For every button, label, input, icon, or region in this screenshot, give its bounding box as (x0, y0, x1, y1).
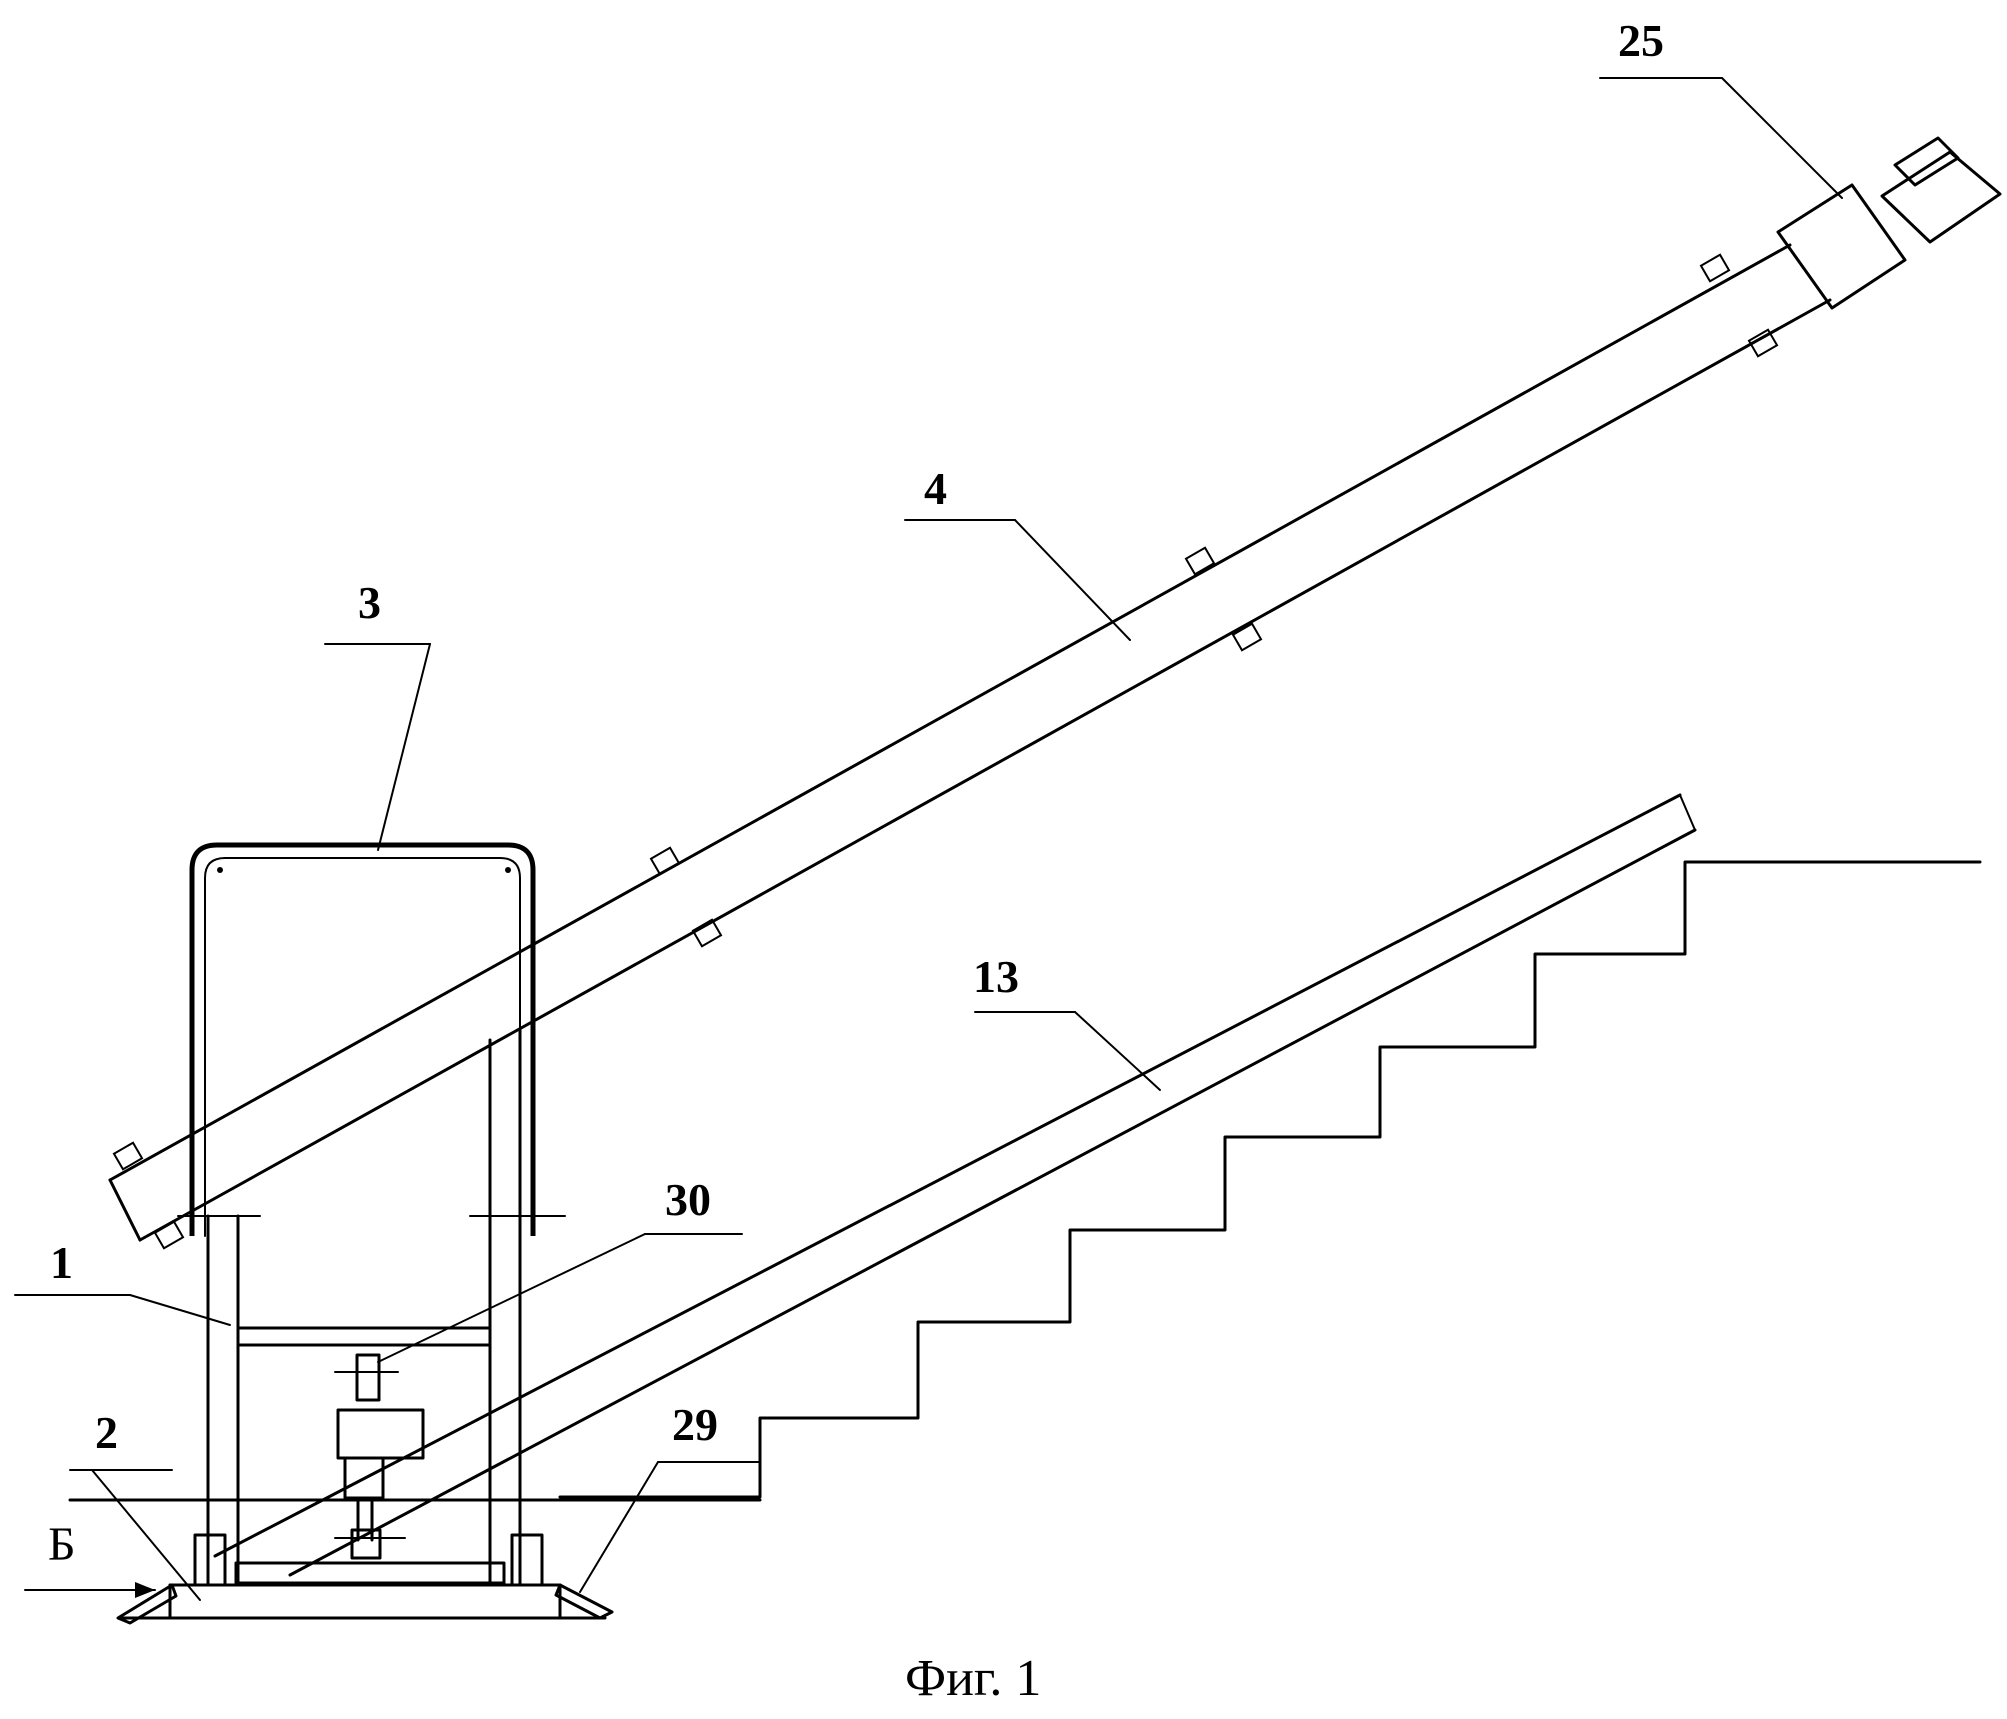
label-13: 13 (973, 951, 1019, 1002)
beam-4 (108, 243, 1832, 1250)
staircase (558, 860, 1982, 1499)
frame-3 (189, 842, 536, 1237)
label-25: 25 (1618, 15, 1664, 66)
label-1: 1 (50, 1237, 73, 1288)
label-29: 29 (672, 1399, 718, 1450)
beam-clamps (112, 253, 1779, 1250)
label-3: 3 (358, 577, 381, 628)
label-B: Б (48, 1518, 76, 1571)
figure-caption: Фиг. 1 (905, 1650, 1041, 1707)
base-platform-2 (116, 1533, 614, 1625)
leader-lines (14, 77, 1843, 1601)
label-30: 30 (665, 1174, 711, 1225)
lift-mechanism-30 (334, 1353, 425, 1560)
guide-rail-13 (213, 793, 1697, 1577)
label-2: 2 (95, 1407, 118, 1458)
drive-unit-25 (1776, 136, 2002, 310)
label-4: 4 (924, 463, 947, 514)
post-assembly-1 (177, 1028, 566, 1587)
